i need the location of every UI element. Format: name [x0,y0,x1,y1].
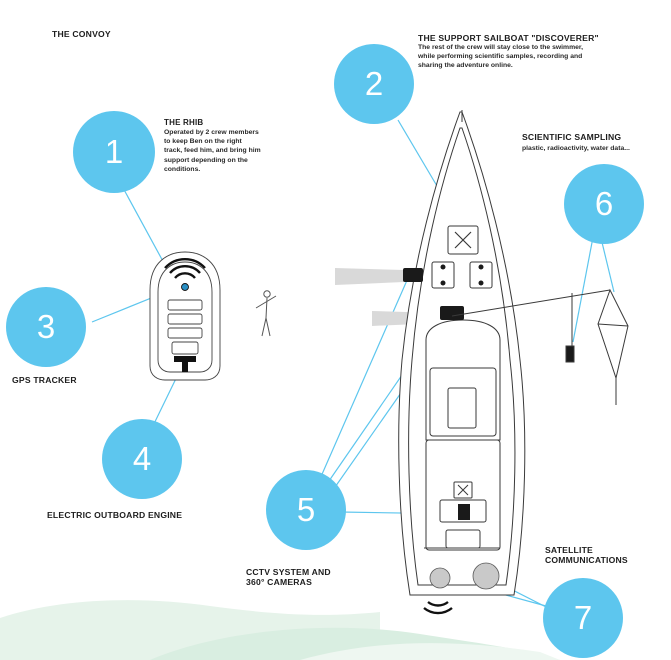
gps-tracker-label: GPS TRACKER [12,375,77,385]
cctv-label-line: CCTV SYSTEM AND [246,567,331,577]
cctv-label: CCTV SYSTEM AND 360° CAMERAS [246,567,331,587]
sailboat-signal-icon [423,601,453,615]
diagram-title: THE CONVOY [52,29,111,39]
badge-rhib: 1 [73,111,155,193]
rhib-heading: THE RHIB [164,118,204,127]
rhib-line: Operated by 2 crew members [164,129,259,136]
wave-decoration [0,600,560,660]
badge-sailboat: 2 [334,44,414,124]
badge-cctv: 5 [266,470,346,550]
sailboat [398,110,526,596]
satellite-label: SATELLITE COMMUNICATIONS [545,545,628,565]
cctv-label-line: 360° CAMERAS [246,577,313,587]
rhib-line: to keep Ben on the right [164,138,242,146]
satellite-domes [429,562,500,590]
rhib-line: conditions. [164,165,201,173]
sampling-equipment [451,288,629,405]
satellite-label-line: SATELLITE [545,545,593,555]
sailboat-line: The rest of the crew will stay close to … [418,44,584,51]
badge-gps-tracker: 3 [6,287,86,367]
badge-sampling: 6 [564,164,644,244]
sailboat-equipment [403,264,484,520]
swimmer-figure [255,290,277,337]
sampling-heading: SCIENTIFIC SAMPLING [522,132,622,142]
sailboat-line: sharing the adventure online. [418,62,513,70]
satellite-label-line: COMMUNICATIONS [545,555,628,565]
rhib-line: track, feed him, and bring him [164,147,261,155]
rhib-line: support depending on the [164,156,248,164]
electric-engine-label: ELECTRIC OUTBOARD ENGINE [47,510,183,520]
badge-engine: 4 [102,419,182,499]
rhib-boat [149,251,221,381]
badge-satellite: 7 [543,578,623,658]
sailboat-description: The rest of the crew will stay close to … [418,43,648,71]
rhib-description: Operated by 2 crew members to keep Ben o… [164,128,314,174]
sampling-detail: plastic, radioactivity, water data... [522,145,630,152]
sailboat-heading: THE SUPPORT SAILBOAT "DISCOVERER" [418,33,599,43]
rhib-signal-icon [164,258,206,279]
sailboat-line: while performing scientific samples, rec… [418,53,583,61]
